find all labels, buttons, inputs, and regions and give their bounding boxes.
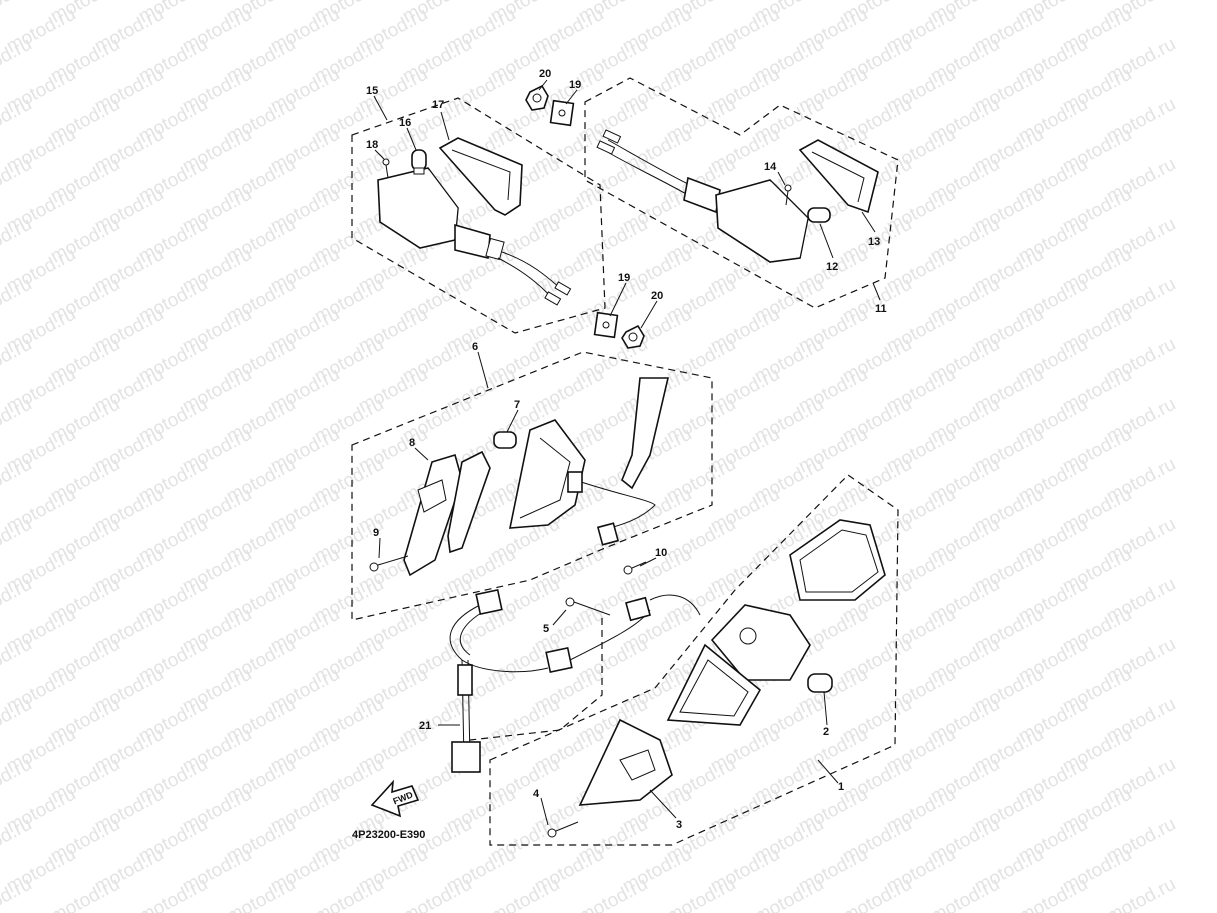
- callout-19-upper: 19: [569, 79, 581, 91]
- turn-signal-lower-right: [547, 519, 886, 838]
- callout-12: 12: [826, 261, 838, 273]
- wire-harness: [449, 588, 701, 773]
- callout-3: 3: [676, 819, 682, 831]
- callout-18: 18: [366, 139, 378, 151]
- callout-9: 9: [373, 527, 379, 539]
- callout-7: 7: [514, 399, 520, 411]
- callout-1: 1: [838, 781, 844, 793]
- leader-lines: [373, 79, 881, 826]
- callout-14: 14: [764, 161, 777, 173]
- callout-5: 5: [543, 623, 549, 635]
- nut-and-washer-upper: [525, 84, 575, 127]
- turn-signal-lower-left: [369, 377, 670, 577]
- callout-2: 2: [823, 726, 829, 738]
- forward-arrow-icon: FWD: [370, 779, 420, 818]
- callout-21: 21: [419, 720, 431, 732]
- group-outline-15: [351, 97, 606, 334]
- diagram-code: 4P23200-E390: [352, 829, 425, 841]
- callout-17: 17: [432, 99, 444, 111]
- nut-and-washer-lower: [593, 311, 645, 349]
- turn-signal-upper-right: [596, 129, 879, 263]
- callout-10: 10: [655, 547, 667, 559]
- group-outline-21: [469, 618, 603, 741]
- callout-numbers: 1 2 3 4 5 6 7 8 9 10 11 12 13 14 15 16 1…: [366, 68, 887, 831]
- group-outline-6: [351, 351, 713, 621]
- callout-16: 16: [399, 117, 411, 129]
- callout-11: 11: [875, 303, 887, 315]
- callout-20-upper: 20: [539, 68, 551, 80]
- group-outline-1: [489, 474, 899, 846]
- callout-4: 4: [533, 788, 540, 800]
- callout-20-lower: 20: [651, 290, 663, 302]
- turn-signal-upper-left: [377, 137, 572, 306]
- callout-13: 13: [868, 236, 880, 248]
- callout-19-lower: 19: [618, 272, 630, 284]
- callout-15: 15: [366, 85, 378, 97]
- callout-8: 8: [409, 437, 415, 449]
- callout-6: 6: [472, 341, 478, 353]
- group-outline-11: [584, 77, 899, 309]
